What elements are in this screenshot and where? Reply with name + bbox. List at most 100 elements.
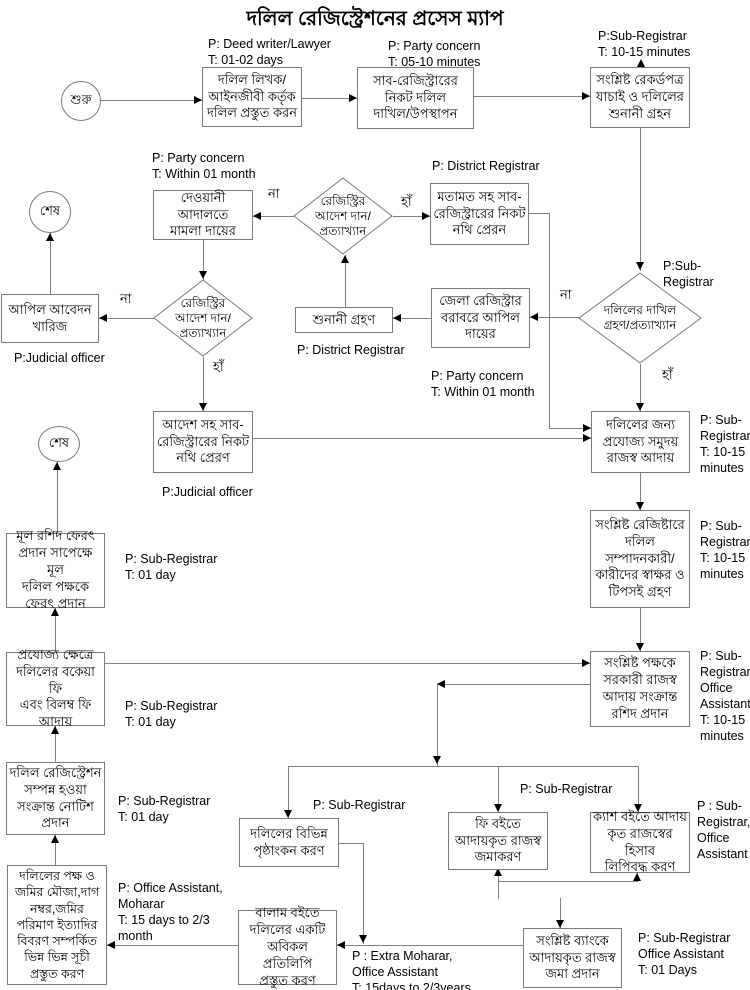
- submit-deed-box: সাব-রেজিস্ট্রারের নিকট দলিল দাখিল/উপস্থা…: [357, 67, 474, 129]
- edge-line-order-to-collect-revenue: [253, 438, 592, 439]
- fee-book-entry-box: ফি বইতে আদায়কৃত রাজস্ব জমাকরণ: [448, 812, 548, 870]
- edge-line-drop-to-fee-book: [498, 766, 499, 813]
- bank-deposit-box: সংশ্লিষ্ট ব্যাংকে আদায়কৃত রাজস্ব জমা প্…: [523, 928, 622, 988]
- label-no-court: না: [120, 291, 132, 306]
- label-yes-dr: হাঁ: [401, 194, 412, 209]
- edge-line-drop-to-endorsement: [288, 766, 289, 819]
- edge-line-verify-to-acceptance: [640, 128, 641, 271]
- note-party-5-10: P: Party concern T: 05-10 minutes: [388, 39, 481, 69]
- obtain-signatures-box: সংশ্লিষ্ট রেজিষ্টারে দলিল সম্পাদনকারী/ ক…: [590, 510, 690, 608]
- note-subreg-diamond: P:Sub-Registrar: [663, 259, 714, 289]
- edge-line-due-fees-to-return-deed: [55, 608, 56, 653]
- note-subreg-feebook: P: Sub-Registrar: [520, 782, 613, 796]
- edge-line-opinion-to-collect-revenue: [529, 213, 550, 214]
- arrowhead-up-into-cash-book: [633, 873, 641, 881]
- note-district-reg-hearing: P: District Registrar: [297, 343, 405, 357]
- edge-line-balam-to-indexes: [107, 945, 239, 946]
- document-acceptance-decision-label: দলিলের দাখিল গ্রহণ/প্রত্যাখ্যান: [603, 303, 677, 332]
- balam-copy-box: বালাম বইতে দলিলের একটি অবিকল প্রতিলিপি প…: [238, 905, 337, 988]
- page-endorsement-box: দলিলের বিভিন্ন পৃষ্ঠাংকন করণ: [239, 818, 339, 867]
- appeal-district-registrar-box: জেলা রেজিস্ট্রার বরাবরে আপিল দায়ের: [431, 288, 530, 348]
- arrowhead-return-deed-to-end: [53, 462, 61, 470]
- edge-line-drop-to-cash-book: [638, 766, 639, 813]
- note-deed-writer: P: Deed writer/Lawyer T: 01-02 days: [208, 37, 331, 67]
- edge-line-appeal-to-hearing: [393, 318, 432, 319]
- registry-order-decision-district-label: রেজিস্ট্রির আদেশ দান/ প্রত্যাখ্যান: [315, 193, 371, 238]
- verify-records-box: সংশ্লিষ্ট রেকর্ডপত্র যাচাই ও দলিলের শুনা…: [590, 67, 690, 128]
- edge-line-dismissed-to-end: [50, 233, 51, 295]
- civil-court-case-box: দেওয়ানী আদালতে মামলা দায়ের: [153, 190, 253, 240]
- cash-book-entry-box: ক্যাশ বইতে আদায় কৃত রাজস্বের হিসাব লিপি…: [590, 809, 690, 874]
- edge-line-submit-to-verify: [474, 96, 591, 97]
- document-acceptance-decision-shape: [578, 272, 702, 364]
- arrowhead-order-to-collect-revenue: [583, 434, 591, 442]
- edge-line-down-to-bank-deposit: [560, 898, 561, 929]
- arrowhead-signatures-to-receipt: [636, 643, 644, 651]
- edge-line-dr-decision-yes-to-opinion: [393, 216, 431, 217]
- edge-line-hearing-to-dr-decision: [345, 255, 346, 308]
- registry-order-decision-court: রেজিস্ট্রির আদেশ দান/ প্রত্যাখ্যান: [153, 279, 253, 357]
- edge-line-receipt-out-left-down: [437, 684, 438, 767]
- collect-revenue-box: দলিলের জন্য প্রযোজ্য সমুদয় রাজস্ব আদায়: [591, 411, 690, 473]
- note-subreg-collect: P: Sub- Registrar T: 10-15 minutes: [700, 413, 750, 475]
- send-file-with-order-box: আদেশ সহ সাব- রেজিস্ট্রারের নিকট নথি প্রে…: [153, 411, 253, 473]
- edge-line-prepare-to-submit: [302, 98, 358, 99]
- edge-line-dr-decision-no-to-court: [253, 216, 294, 217]
- arrowhead-due-fees-to-receipt: [582, 659, 590, 667]
- edge-line-return-deed-to-end: [57, 462, 58, 534]
- edge-line-collect-to-signatures: [640, 473, 641, 511]
- note-party-month-left: P: Party concern T: Within 01 month: [152, 151, 256, 181]
- arrowhead-acceptance-no-to-appeal: [530, 313, 538, 321]
- note-subreg-due-fees: P: Sub-Registrar T: 01 day: [125, 699, 218, 729]
- note-subreg-return: P: Sub-Registrar T: 01 day: [125, 552, 218, 582]
- edge-line-bank-to-balam: [337, 945, 524, 946]
- arrowhead-submit-to-verify: [582, 92, 590, 100]
- arrowhead-start-to-prepare: [194, 96, 202, 104]
- label-yes-acceptance: হাঁ: [662, 367, 673, 382]
- note-subreg-signatures: P: Sub- Registrar T: 10-15 minutes: [700, 519, 750, 581]
- edge-line-opinion-to-collect-revenue: [549, 428, 592, 429]
- arrowhead-balam-to-indexes: [107, 941, 115, 949]
- arrowhead-notice-to-due-fees: [51, 726, 59, 734]
- arrowhead-dismissed-to-end: [46, 233, 54, 241]
- edge-line-books-link-line: [498, 881, 638, 882]
- note-subreg-cashbook: P : Sub- Registrar, Office Assistant: [697, 799, 750, 861]
- edge-line-court-decision-yes-to-order: [203, 357, 204, 412]
- edge-line-acceptance-no-to-appeal: [530, 317, 579, 318]
- note-extra-moharar: P : Extra Moharar, Office Assistant T: 1…: [352, 949, 471, 990]
- arrowhead-drop-to-cash-book: [634, 804, 642, 812]
- note-subreg-receipt: P: Sub- Registrar, Office Assistant T: 1…: [700, 649, 750, 743]
- registry-order-decision-court-shape: [153, 279, 253, 357]
- edge-line-endorsement-to-balam: [363, 843, 364, 944]
- arrowhead-indexes-to-notice: [51, 835, 59, 843]
- completion-notice-box: দলিল রেজিস্ট্রেশন সম্পন্ন হওয়া সংক্রান্…: [6, 762, 105, 835]
- send-file-with-opinion-box: মতামত সহ সাব- রেজিস্ট্রারের নিকট নথি প্র…: [430, 183, 529, 245]
- edge-line-opinion-to-collect-revenue: [549, 213, 550, 429]
- note-subreg-10-15-top: P:Sub-Registrar T: 10-15 minutes: [598, 29, 691, 59]
- prepare-deed-box: দলিল লিখক/ আইনজীবী কর্তৃক দলিল প্রস্তুত …: [202, 67, 302, 127]
- arrowhead-dr-decision-yes-to-opinion: [422, 212, 430, 220]
- note-judicial-officer-mid: P:Judicial officer: [162, 485, 253, 499]
- document-acceptance-decision: দলিলের দাখিল গ্রহণ/প্রত্যাখ্যান: [578, 272, 702, 364]
- arrowhead-bank-to-balam: [337, 941, 345, 949]
- arrowhead-verify-to-acceptance: [636, 262, 644, 270]
- arrowhead-court-decision-no-to-dismissed: [99, 314, 107, 322]
- appeal-dismissed-box: আপিল আবেদন খারিজ: [1, 294, 99, 343]
- note-subreg-bank: P: Sub-Registrar Office Assistant T: 01 …: [638, 931, 731, 977]
- note-district-reg-top: P: District Registrar: [432, 159, 540, 173]
- arrowhead-court-decision-yes-to-order: [199, 403, 207, 411]
- edge-line-receipt-out-left-down: [437, 684, 591, 685]
- note-judicial-officer-left: P:Judicial officer: [14, 351, 105, 365]
- edge-line-court-decision-no-to-dismissed: [99, 318, 154, 319]
- edge-line-notice-to-due-fees: [55, 726, 56, 763]
- arrowhead-drop-to-endorsement: [284, 810, 292, 818]
- arrowhead-due-fees-to-return-deed: [51, 608, 59, 616]
- edge-line-up-into-fee-book: [498, 868, 499, 899]
- arrowhead-hearing-to-dr-decision: [341, 255, 349, 263]
- end-circle-top: শেষ: [29, 191, 71, 233]
- arrowhead-up-into-fee-book: [494, 868, 502, 876]
- edge-line-distribution-line: [288, 766, 639, 767]
- arrowhead-prepare-to-submit: [349, 94, 357, 102]
- arrowhead-drop-to-fee-book: [494, 804, 502, 812]
- note-subreg-notice: P: Sub-Registrar T: 01 day: [118, 794, 211, 824]
